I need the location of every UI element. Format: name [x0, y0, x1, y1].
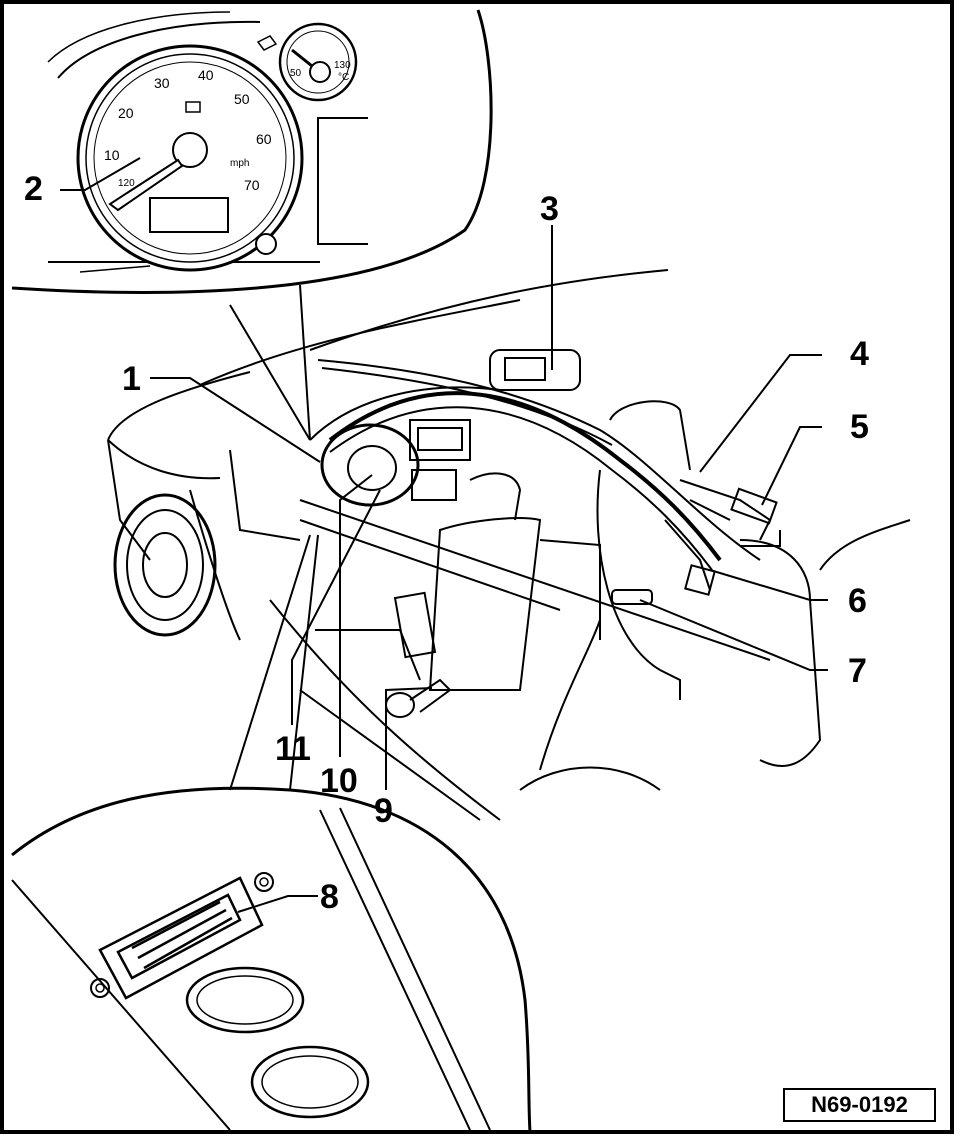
leader-lines [60, 157, 828, 913]
vehicle-interior-view [107, 269, 911, 821]
callout-4: 4 [850, 335, 869, 373]
speed-tick-60: 60 [256, 131, 272, 147]
callout-2: 2 [24, 170, 43, 208]
callout-11: 11 [275, 730, 311, 768]
speed-unit: mph [230, 158, 249, 169]
speed-tick-40: 40 [198, 67, 214, 83]
callout-10: 10 [320, 762, 358, 800]
speed-tick-20: 20 [118, 105, 134, 121]
callout-5: 5 [850, 408, 869, 446]
temp-unit: °C [338, 72, 349, 83]
temp-low: 50 [290, 68, 302, 79]
callout-7: 7 [848, 652, 867, 690]
instrument-cluster-detail: 10 20 30 40 50 60 70 mph 120 50 130 °C [11, 9, 493, 441]
callout-8: 8 [320, 878, 339, 916]
callout-1: 1 [122, 360, 141, 398]
figure-reference-number: N69-0192 [783, 1088, 936, 1122]
callout-6: 6 [848, 582, 867, 620]
airbag-control-unit [98, 876, 264, 1000]
speed-tick-70: 70 [244, 177, 260, 193]
speedometer: 10 20 30 40 50 60 70 mph 120 [76, 35, 304, 272]
temp-high: 130 [334, 60, 351, 71]
callout-9: 9 [374, 792, 393, 830]
speed-tick-30: 30 [154, 75, 170, 91]
callout-3: 3 [540, 190, 559, 228]
speed-inner-scale: 120 [118, 178, 135, 189]
speed-tick-10: 10 [104, 147, 120, 163]
speed-tick-50: 50 [234, 91, 250, 107]
temperature-gauge: 50 130 °C [278, 22, 358, 102]
control-unit-detail [11, 534, 532, 1133]
callout-labels: 1 2 3 4 5 6 7 8 9 10 11 [24, 170, 869, 916]
